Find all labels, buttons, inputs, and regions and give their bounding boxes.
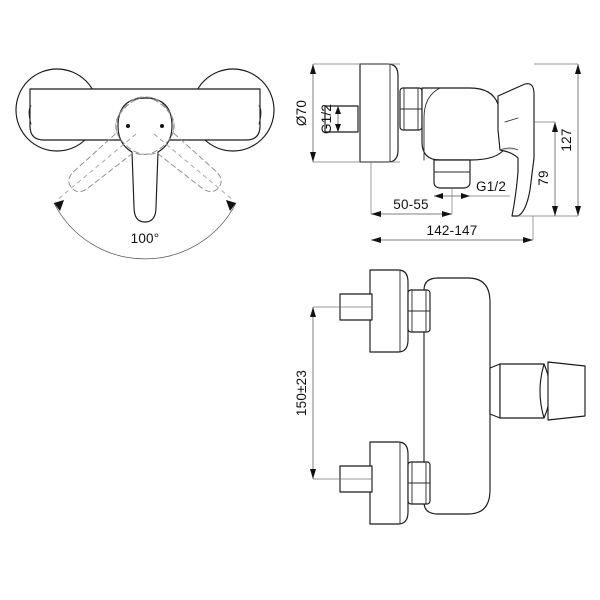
dim-diameter-arrow-bottom: [310, 152, 316, 162]
front-view-body: [423, 277, 491, 515]
front-view-upper-escutcheon: [369, 269, 409, 353]
front-view-neck: [489, 363, 501, 419]
dim-height-arrow-bottom: [575, 206, 581, 216]
dim-inlet-centre-arrow-top: [310, 307, 316, 317]
dim-projection-label: 142-147: [427, 223, 478, 238]
dim-diameter-arrow-top: [310, 64, 316, 74]
side-elevation-view: Ø70 G1/2 G1/2 50-55 142-147 127: [294, 63, 581, 243]
front-view-lower-escutcheon: [369, 441, 409, 525]
side-view-lever-underside: [499, 147, 519, 151]
dim-outlet-arrow-left: [434, 193, 443, 199]
swivel-arc-arrow-left: [54, 200, 64, 211]
dim-projection-arrow-right: [523, 237, 533, 243]
dim-projection-arrow-left: [371, 237, 381, 243]
swivel-angle-arc: [53, 202, 237, 260]
side-view-lever-seam: [504, 117, 519, 123]
dim-overall-height-label: 127: [559, 128, 574, 151]
top-view-left-return: [28, 105, 32, 125]
side-view-body-shoulder: [423, 87, 441, 161]
top-view-ghost-lever-right: [68, 96, 175, 193]
dim-spout-height-arrow-top: [552, 122, 558, 132]
top-view-ghost-lever-left: [115, 96, 222, 193]
front-view-upper-hex-facets: [411, 289, 427, 333]
dim-spout-height-arrow-bottom: [552, 206, 558, 216]
dim-outlet-arrow-right: [461, 193, 470, 199]
dim-height-arrow-top: [575, 64, 581, 74]
dim-escutcheon-diameter-label: Ø70: [294, 100, 309, 126]
front-view-outlet-barrel: [499, 363, 545, 419]
dim-spout-height-label: 79: [536, 170, 551, 185]
dim-inlet-thread-label: G1/2: [319, 104, 334, 134]
dim-inlet-arrow-top: [335, 106, 341, 114]
top-view-right-pivot-dot: [160, 124, 164, 128]
dim-inlet-arrow-bottom: [335, 124, 341, 132]
dim-outlet-thread-label: G1/2: [476, 179, 506, 194]
top-view: 100°: [15, 68, 275, 260]
side-view-escutcheon: [359, 63, 399, 163]
swivel-arc-arrow-right: [226, 200, 236, 211]
dim-wall-to-outlet-arrow-right: [442, 211, 452, 217]
top-view-right-return: [258, 105, 262, 125]
angle-ray-right: [153, 133, 234, 201]
side-view-hex-nut-facets: [403, 87, 419, 131]
top-view-lever-handle: [117, 97, 173, 223]
side-view-inlet-stub: [324, 105, 359, 133]
dim-wall-to-outlet-label: 50-55: [393, 197, 429, 212]
side-view-outlet-nipple: [433, 159, 471, 189]
swivel-angle-label: 100°: [131, 231, 160, 246]
dim-inlet-centre-arrow-bottom: [310, 469, 316, 479]
angle-ray-left: [56, 133, 137, 201]
front-view: 150±23: [294, 269, 586, 525]
side-view-mixer-body: [421, 87, 506, 161]
swivel-angle-label-bg: [118, 228, 172, 247]
front-view-outlet-cap: [547, 361, 586, 421]
top-view-left-pivot-dot: [126, 124, 130, 128]
dim-inlet-centre-distance-label: 150±23: [294, 370, 309, 416]
dim-wall-to-outlet-arrow-left: [371, 211, 381, 217]
front-view-lower-hex-facets: [411, 461, 427, 505]
